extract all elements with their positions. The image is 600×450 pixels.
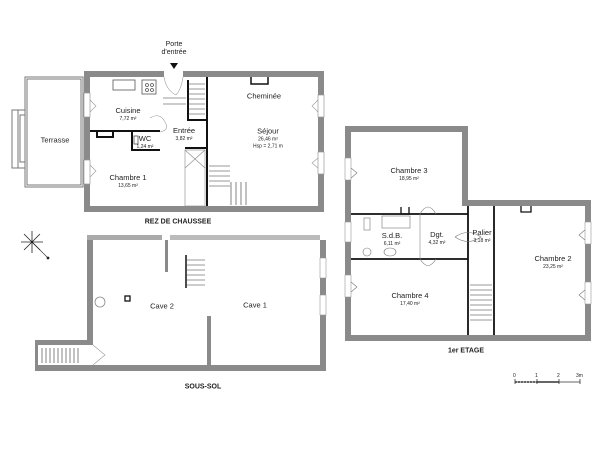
basement-walls: [35, 235, 326, 371]
entry-arrow-icon: [170, 63, 178, 69]
room-terrasse: Terrasse: [40, 135, 70, 145]
scale-tick-1: 1: [535, 373, 538, 379]
room-cave-1: Cave 1: [243, 300, 267, 310]
level-label-ground: REZ DE CHAUSSEE: [144, 218, 212, 226]
compass-rose-icon: [21, 231, 50, 260]
level-label-basement: SOUS-SOL: [184, 383, 222, 391]
scale-tick-0: 0: [513, 373, 516, 379]
ground-floor-walls: [84, 71, 324, 212]
level-label-first: 1er ETAGE: [447, 347, 485, 355]
scale-tick-2: 2: [557, 373, 560, 379]
terrace-outline: [11, 76, 84, 188]
fireplace-label: Cheminée: [246, 91, 282, 101]
room-cave-2: Cave 2: [150, 301, 174, 311]
scale-bar: [514, 379, 581, 384]
room-sdb: S.d.B.6,11 m²: [381, 231, 403, 247]
scale-tick-3: 3m: [576, 373, 583, 379]
room-degagement: Dgt.4,32 m²: [428, 230, 446, 246]
